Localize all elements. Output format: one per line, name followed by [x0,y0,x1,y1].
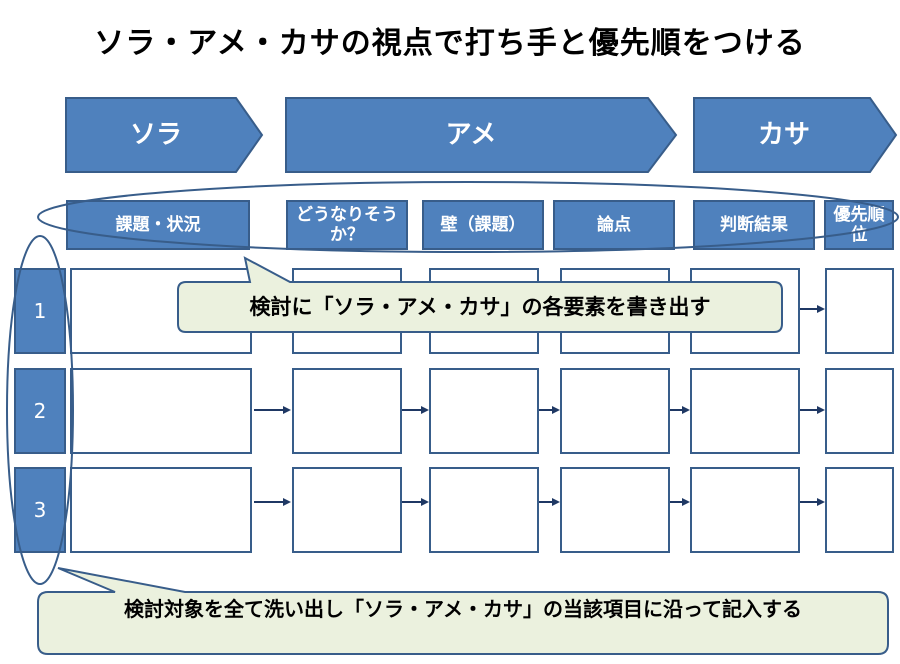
phase-chevron-sora [65,97,264,173]
page-title: ソラ・アメ・カサの視点で打ち手と優先順をつける [94,26,806,61]
header-highlight-ellipse [37,181,899,253]
grid-cell-r2-c3 [429,368,539,454]
row-number-label: 2 [33,399,47,423]
grid-cell-r2-c2 [292,368,402,454]
column-header-label: 壁（課題） [440,215,526,235]
phase-label-kasa: カサ [757,120,810,150]
grid-cell-r3-c1 [70,467,252,553]
phase-label-ame: アメ [445,120,497,150]
row-number-2: 2 [14,368,66,454]
callout-top-shape [177,256,783,333]
callout-bottom-shape [37,567,889,655]
grid-cell-r2-c5 [690,368,800,454]
grid-cell-r2-c4 [560,368,670,454]
grid-cell-r3-c3 [429,467,539,553]
row-number-3: 3 [14,467,66,553]
column-header-ronten: 論点 [553,200,675,250]
grid-cell-r3-c6 [825,467,894,553]
grid-cell-r2-c1 [70,368,252,454]
column-header-kabe: 壁（課題） [422,200,544,250]
column-header-handan: 判断結果 [693,200,815,250]
column-header-label: 判断結果 [720,215,788,235]
column-header-label: 課題・状況 [115,215,201,235]
column-header-dounarisouka: どうなりそうか？ [286,200,408,250]
row-highlight-ellipse [6,235,74,585]
callout-top-text: 検討に「ソラ・アメ・カサ」の各要素を書き出す [249,295,711,319]
column-header-label: 論点 [597,215,631,235]
grid-cell-r1-c6 [825,268,894,354]
callout-bottom-text: 検討対象を全て洗い出し「ソラ・アメ・カサ」の当該項目に沿って記入する [124,597,802,621]
grid-cell-r2-c6 [825,368,894,454]
phase-chevron-ame [285,97,678,173]
row-number-label: 1 [33,299,47,323]
phase-chevron-kasa [693,97,898,173]
row-number-label: 3 [33,498,47,522]
grid-cell-r3-c2 [292,467,402,553]
grid-cell-r3-c4 [560,467,670,553]
column-header-label: どうなりそうか？ [296,205,398,245]
phase-label-sora: ソラ [129,120,182,150]
row-number-1: 1 [14,268,66,354]
grid-cell-r3-c5 [690,467,800,553]
